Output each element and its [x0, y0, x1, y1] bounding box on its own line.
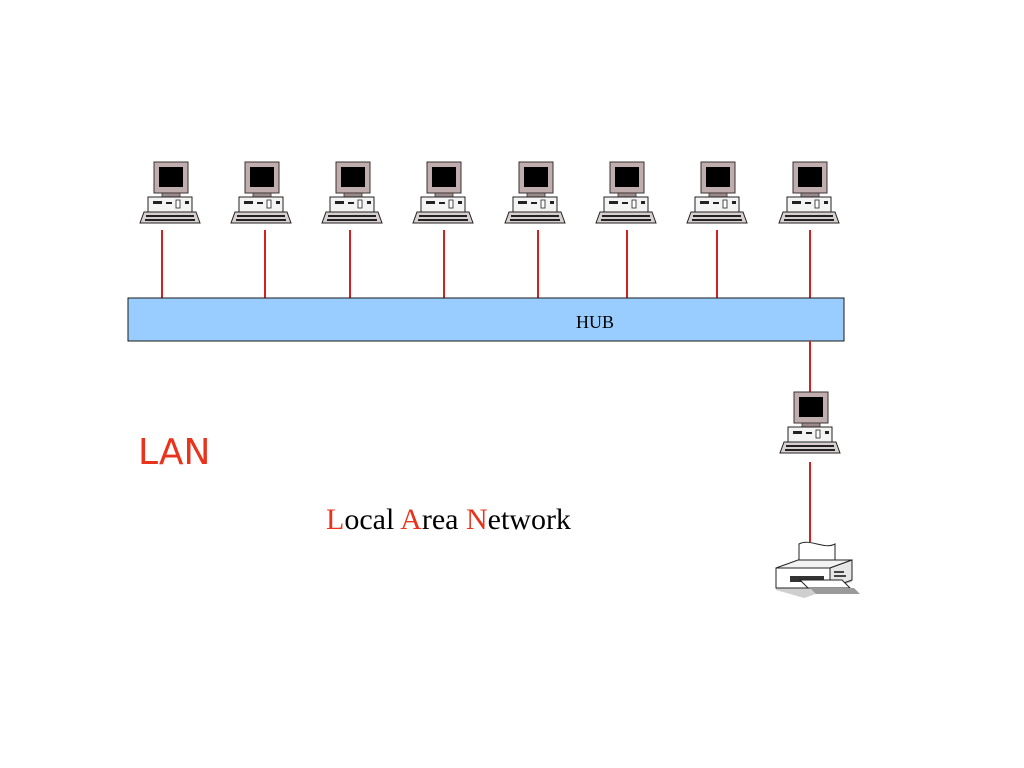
workstation-computer-icon [778, 161, 840, 224]
server-computer-icon [779, 391, 841, 454]
printer-icon [775, 541, 861, 599]
expansion-word-area: Area [400, 503, 459, 536]
hub-label: HUB [575, 312, 614, 332]
workstation-computer-icon [321, 161, 383, 224]
hub-bar [127, 297, 845, 342]
workstation-computer-icon [139, 161, 201, 224]
workstation-computer-icon [412, 161, 474, 224]
lan-expansion: Local Area Network [326, 503, 571, 537]
expansion-word-network: Network [465, 503, 571, 536]
lan-title: LAN [138, 432, 211, 473]
workstation-computer-icon [504, 161, 566, 224]
workstation-computer-icon [230, 161, 292, 224]
expansion-word-local: Local [326, 503, 395, 536]
workstation-computer-icon [595, 161, 657, 224]
workstation-computer-icon [686, 161, 748, 224]
